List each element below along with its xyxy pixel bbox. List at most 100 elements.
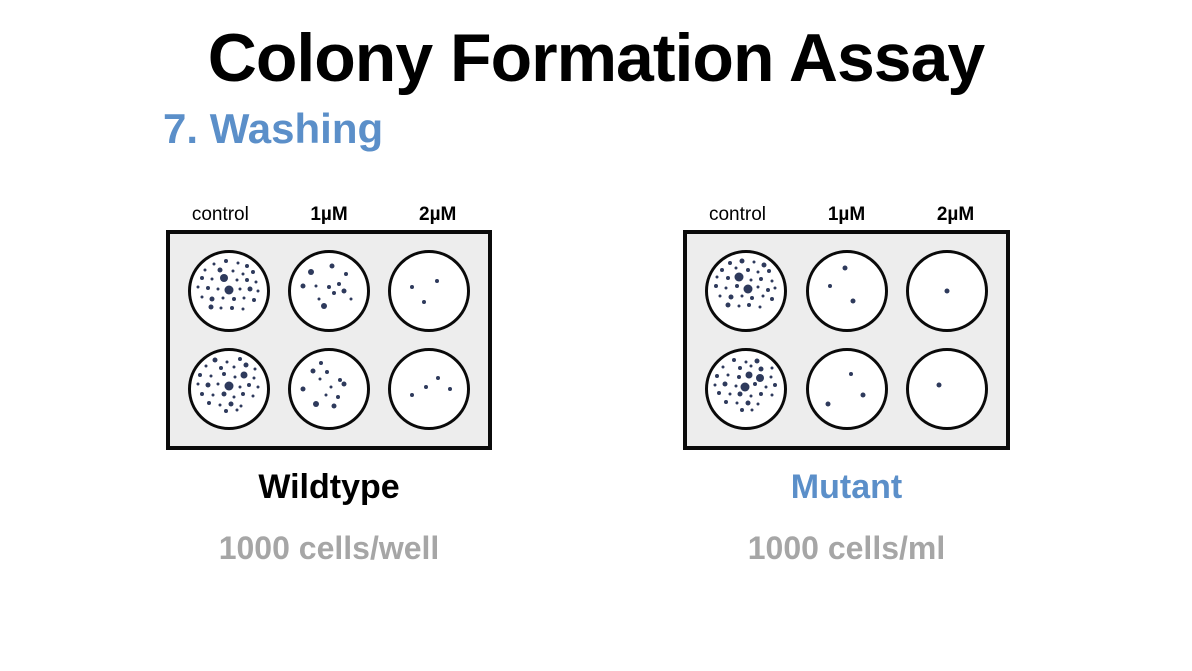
colony-dot [749, 278, 753, 282]
colony-dot [749, 364, 753, 368]
colony-dot [236, 261, 240, 265]
colony-dot [223, 259, 228, 264]
colony-dot [734, 266, 738, 270]
colony-dot [329, 263, 335, 269]
colony-dot [331, 403, 337, 409]
colony-dot [737, 304, 741, 308]
page-title: Colony Formation Assay [207, 20, 986, 96]
plate-wells-wildtype [170, 234, 488, 446]
colony-dot [204, 364, 208, 368]
colony-dot [860, 392, 866, 398]
colony-dot [773, 383, 778, 388]
colony-dot [753, 382, 758, 387]
colony-dot [936, 382, 942, 388]
colony-dot [228, 401, 234, 407]
column-label-wildtype-2: 1µM [310, 204, 348, 225]
colony-dot [713, 284, 718, 289]
colony-dot [318, 377, 322, 381]
colony-dot [237, 357, 242, 362]
colony-dot [769, 375, 773, 379]
colony-dot [743, 284, 753, 294]
colony-dot [239, 404, 243, 408]
colony-dot [241, 392, 246, 397]
well-mutant-r1-c1 [705, 250, 788, 332]
colony-dot [221, 296, 225, 300]
colony-dot [724, 399, 729, 404]
well-mutant-r2-c3 [905, 348, 988, 430]
colony-dot [209, 374, 213, 378]
colony-dot [761, 262, 767, 268]
colony-dot [744, 360, 748, 364]
colony-dot [842, 265, 848, 271]
colony-dot [230, 305, 235, 310]
colony-dot [850, 298, 856, 304]
colony-dot [410, 285, 415, 290]
colony-dot [216, 382, 220, 386]
colony-dot [739, 258, 745, 264]
colony-dot [232, 365, 236, 369]
colony-dot [225, 360, 229, 364]
plate-row [170, 348, 488, 430]
colony-dot [740, 382, 750, 392]
colony-dot [300, 386, 306, 392]
colony-dot [761, 294, 765, 298]
colony-dot [220, 274, 229, 283]
colony-dot [745, 400, 751, 406]
colony-dot [209, 296, 215, 302]
colony-dot [344, 272, 349, 277]
colony-dot [247, 286, 253, 292]
colony-dot [732, 358, 737, 363]
well-wildtype-r1-c2 [288, 250, 370, 332]
colony-dot [770, 366, 774, 370]
colony-dot [324, 393, 328, 397]
colony-dot [336, 282, 341, 287]
column-label-mutant-2: 1µM [827, 204, 866, 225]
colony-dot [825, 401, 831, 407]
colony-dot [341, 288, 347, 294]
colony-dot [827, 283, 832, 288]
colony-dot [773, 286, 777, 290]
colony-dot [725, 302, 731, 308]
well-mutant-r2-c2 [805, 348, 888, 430]
colony-dot [759, 391, 764, 396]
colony-dot [231, 297, 236, 302]
colony-dot [216, 287, 220, 291]
colony-dot [715, 374, 720, 379]
colony-dot [755, 374, 764, 383]
column-label-mutant-1: control [708, 204, 767, 225]
colony-dot [327, 285, 331, 290]
colony-dot [770, 393, 774, 397]
colony-dot [737, 391, 743, 397]
colony-dot [728, 294, 734, 300]
colony-dot [747, 303, 752, 308]
colony-dot [726, 373, 730, 377]
colony-dot [240, 371, 248, 379]
colony-dot [713, 383, 717, 387]
colony-dot [205, 285, 210, 290]
colony-dot [341, 381, 347, 387]
colony-dot [409, 393, 414, 398]
colony-dot [246, 383, 251, 388]
colony-dot [434, 279, 439, 284]
colony-dot [207, 401, 212, 406]
colony-dot [750, 408, 754, 412]
colony-dot [210, 277, 214, 281]
colony-dot [726, 276, 730, 281]
colony-dot [307, 269, 314, 275]
colony-dot [734, 384, 738, 388]
colony-dot [727, 260, 732, 265]
colony-dot [211, 393, 215, 397]
colony-dot [759, 276, 764, 281]
colony-dot [251, 270, 256, 274]
colony-dot [256, 385, 260, 389]
colony-dot [765, 288, 770, 293]
colony-dot [256, 289, 260, 293]
colony-dot [770, 296, 775, 301]
colony-dot [252, 298, 257, 303]
colony-dot [251, 394, 255, 398]
colony-dot [232, 395, 236, 399]
colony-dot [217, 267, 223, 273]
